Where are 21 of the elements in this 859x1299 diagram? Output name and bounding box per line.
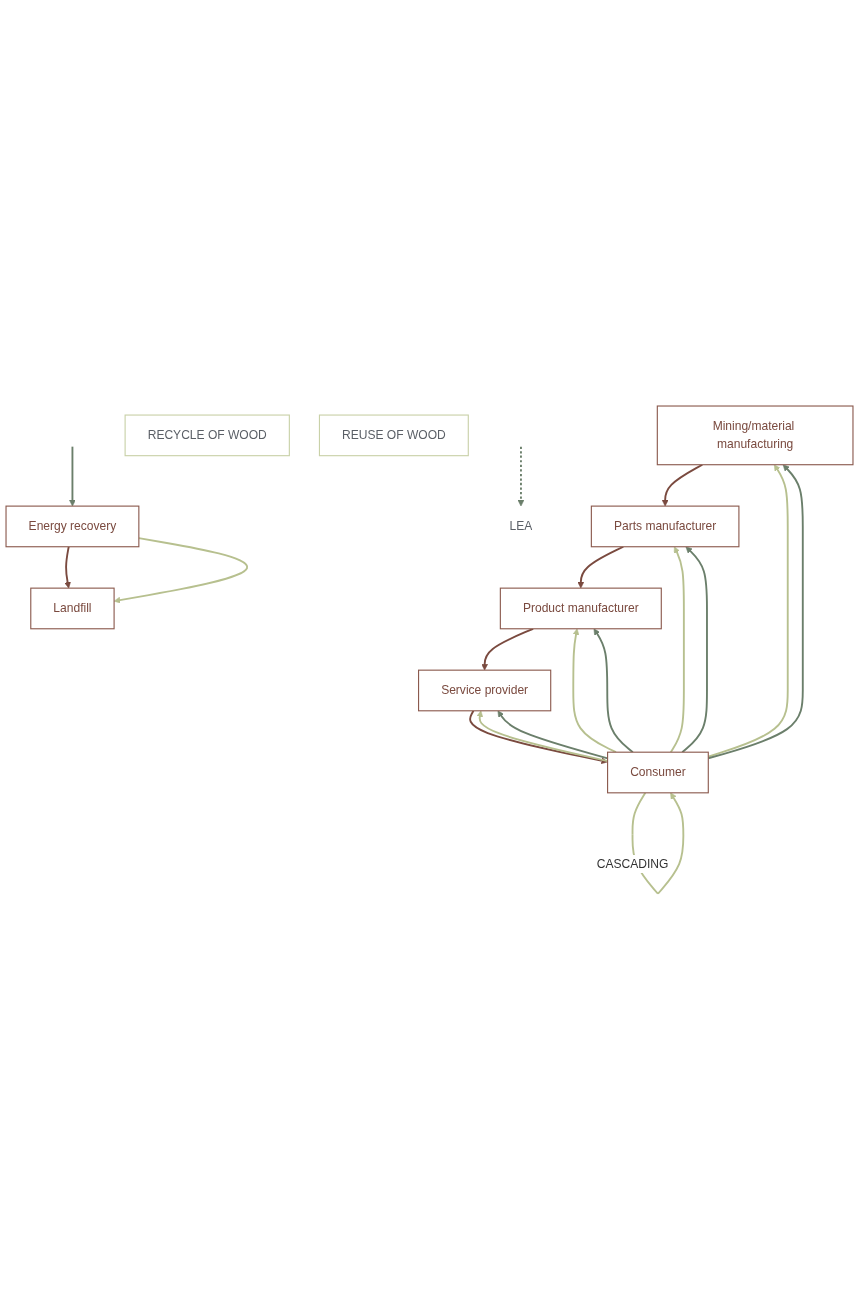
arrow [661, 463, 704, 506]
arrow [517, 445, 525, 506]
node-box: Mining/material manufacturing [656, 405, 854, 465]
arrow [593, 628, 634, 753]
arrow [681, 546, 708, 753]
node-box: Service provider [418, 669, 552, 711]
arrow [64, 545, 71, 588]
node-box: Energy recovery [5, 505, 140, 547]
arrow [69, 445, 76, 506]
arrow [577, 545, 625, 588]
node-text: LEA [509, 519, 533, 533]
node-box: Product manufacturer [499, 587, 662, 629]
arrow [669, 546, 685, 753]
edge-label: CASCADING [596, 856, 669, 870]
arrow [481, 627, 535, 671]
node-box: Consumer [607, 751, 709, 793]
arrow [572, 628, 617, 753]
node-box: RECYCLE OF WOOD [124, 414, 290, 456]
node-box: Landfill [30, 587, 115, 629]
node-box: REUSE OF WOOD [318, 414, 469, 456]
node-box: Parts manufacturer [590, 505, 740, 547]
